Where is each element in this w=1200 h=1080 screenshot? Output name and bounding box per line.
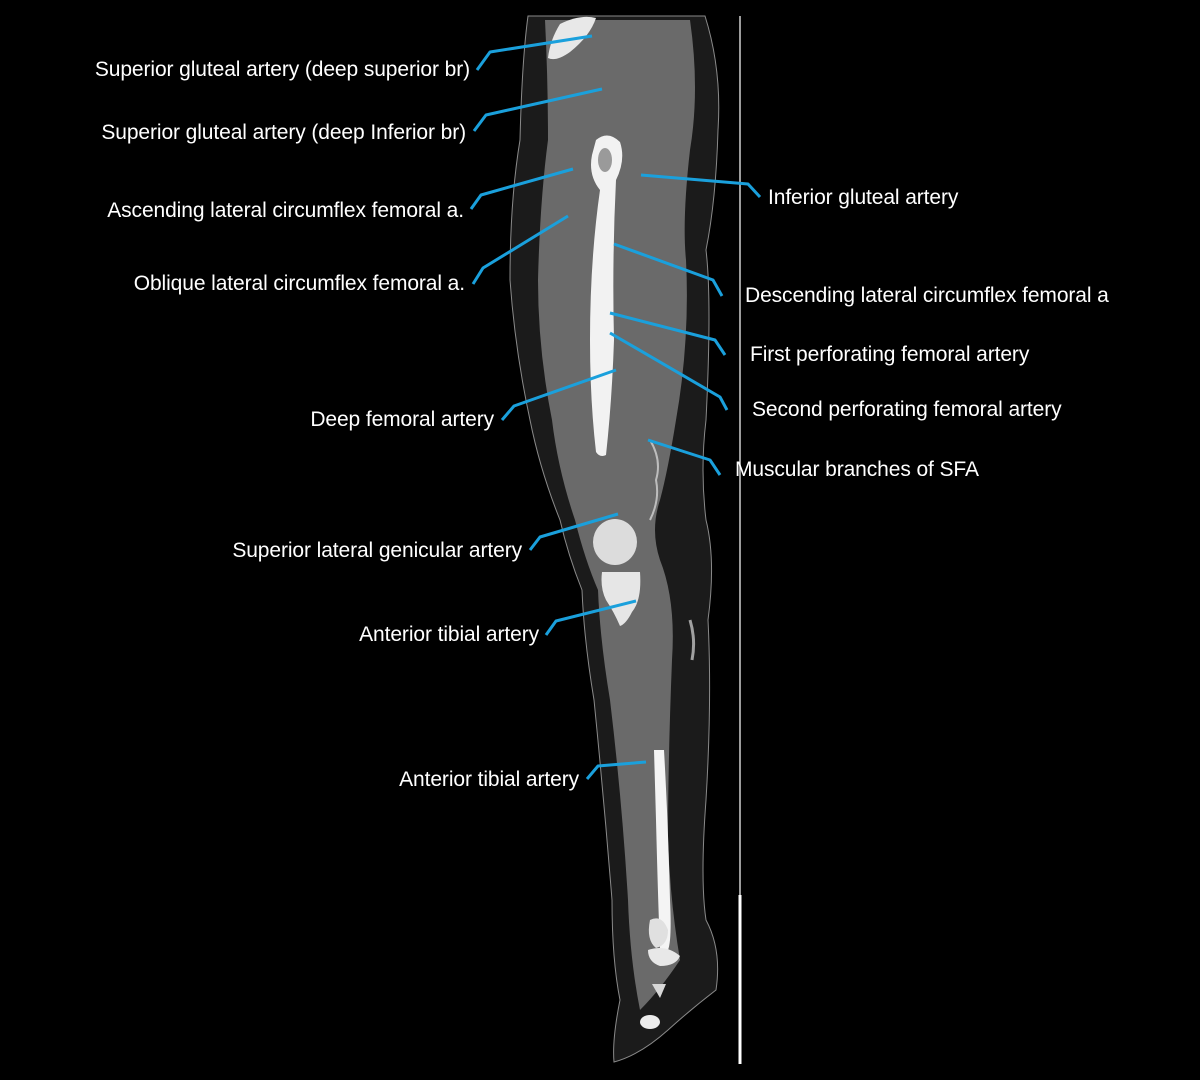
label-second-perforating: Second perforating femoral artery [752,398,1062,421]
leader-line-left-6 [544,599,637,636]
femoral-condyle [593,519,637,565]
leader-line-left-2 [469,167,574,210]
tibial-plateau [601,572,641,626]
leader-line-right-1 [613,242,724,297]
label-superior-lateral-genicular: Superior lateral genicular artery [232,539,522,562]
label-oblique-lateral-circumflex: Oblique lateral circumflex femoral a. [133,272,465,295]
label-anterior-tibial-lower: Anterior tibial artery [399,768,579,791]
label-deep-femoral-artery: Deep femoral artery [310,408,494,431]
leader-line-left-3 [471,214,569,285]
leader-line-right-3 [609,331,729,411]
calcaneus [648,948,680,966]
label-anterior-tibial-upper: Anterior tibial artery [359,623,539,646]
leader-line-right-0 [640,173,762,199]
label-superior-gluteal-deep-superior: Superior gluteal artery (deep superior b… [94,58,470,81]
navicular [652,984,666,998]
label-inferior-gluteal-artery: Inferior gluteal artery [768,186,959,209]
label-first-perforating: First perforating femoral artery [750,343,1030,366]
tibia [654,750,671,950]
cuneiform [640,1015,660,1029]
leader-line-left-5 [528,512,619,551]
label-ascending-lateral-circumflex: Ascending lateral circumflex femoral a. [107,199,464,222]
talus [648,918,668,948]
leader-line-right-2 [609,311,727,356]
leader-line-left-1 [472,87,603,132]
label-descending-lateral-circumflex: Descending lateral circumflex femoral a [745,284,1109,307]
leader-line-left-7 [585,760,647,780]
label-muscular-branches-sfa: Muscular branches of SFA [735,458,979,481]
leader-lines [469,34,762,780]
label-superior-gluteal-deep-inferior: Superior gluteal artery (deep Inferior b… [101,121,466,144]
leader-line-left-4 [500,368,617,421]
leader-line-left-0 [475,34,593,71]
leader-line-right-4 [647,438,722,476]
